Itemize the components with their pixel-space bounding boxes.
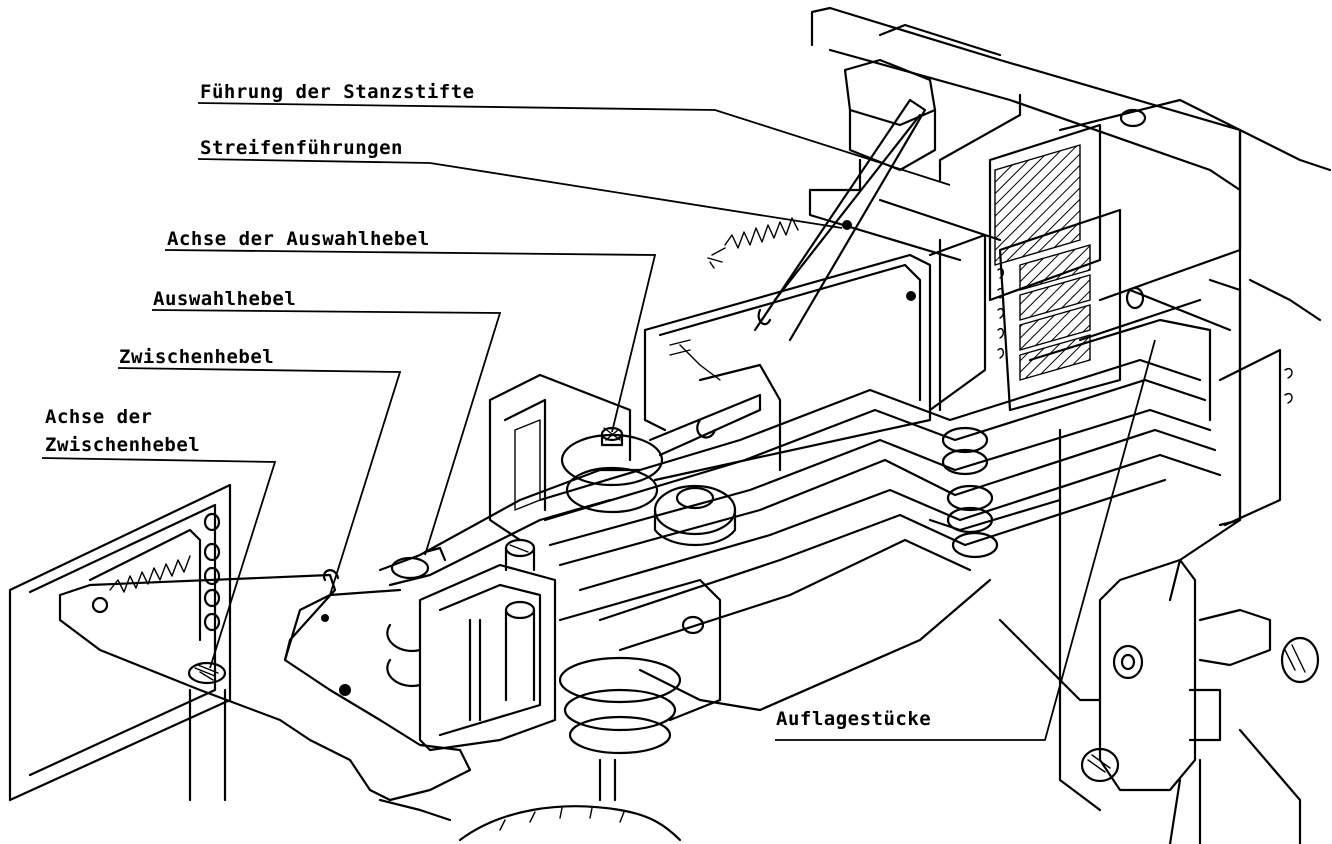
intermediate-lever-plate [58,569,472,822]
selector-levers [378,468,642,587]
front-clamp [386,538,557,752]
adjustment-bracket [1080,558,1320,844]
support-pieces [558,578,722,802]
leader-lines [41,102,1156,741]
lever-stack [538,286,1232,712]
label-intermediate-lever-axle-line1: Achse der [45,406,153,428]
lower-gear [458,805,682,842]
selector-lever-axle [560,393,762,547]
label-punch-pin-guide: Führung der Stanzstifte [200,81,475,103]
central-housing [643,233,987,482]
label-intermediate-lever: Zwischenhebel [119,346,275,368]
label-strip-guides: Streifenführungen [200,137,403,159]
left-housing [488,373,632,542]
lower-spring [109,555,191,593]
label-intermediate-lever-axle-line2: Zwischenhebel [45,434,201,456]
label-support-pieces: Auflagestücke [776,708,932,730]
right-frame [928,128,1322,812]
upper-spring [707,217,799,269]
label-selector-lever-axle: Achse der Auswahlhebel [167,228,430,250]
left-bracket [8,483,232,802]
intermediate-lever-axle [187,661,227,802]
label-selector-lever: Auswahlhebel [153,288,297,310]
diagonal-guide-bars [753,98,927,342]
